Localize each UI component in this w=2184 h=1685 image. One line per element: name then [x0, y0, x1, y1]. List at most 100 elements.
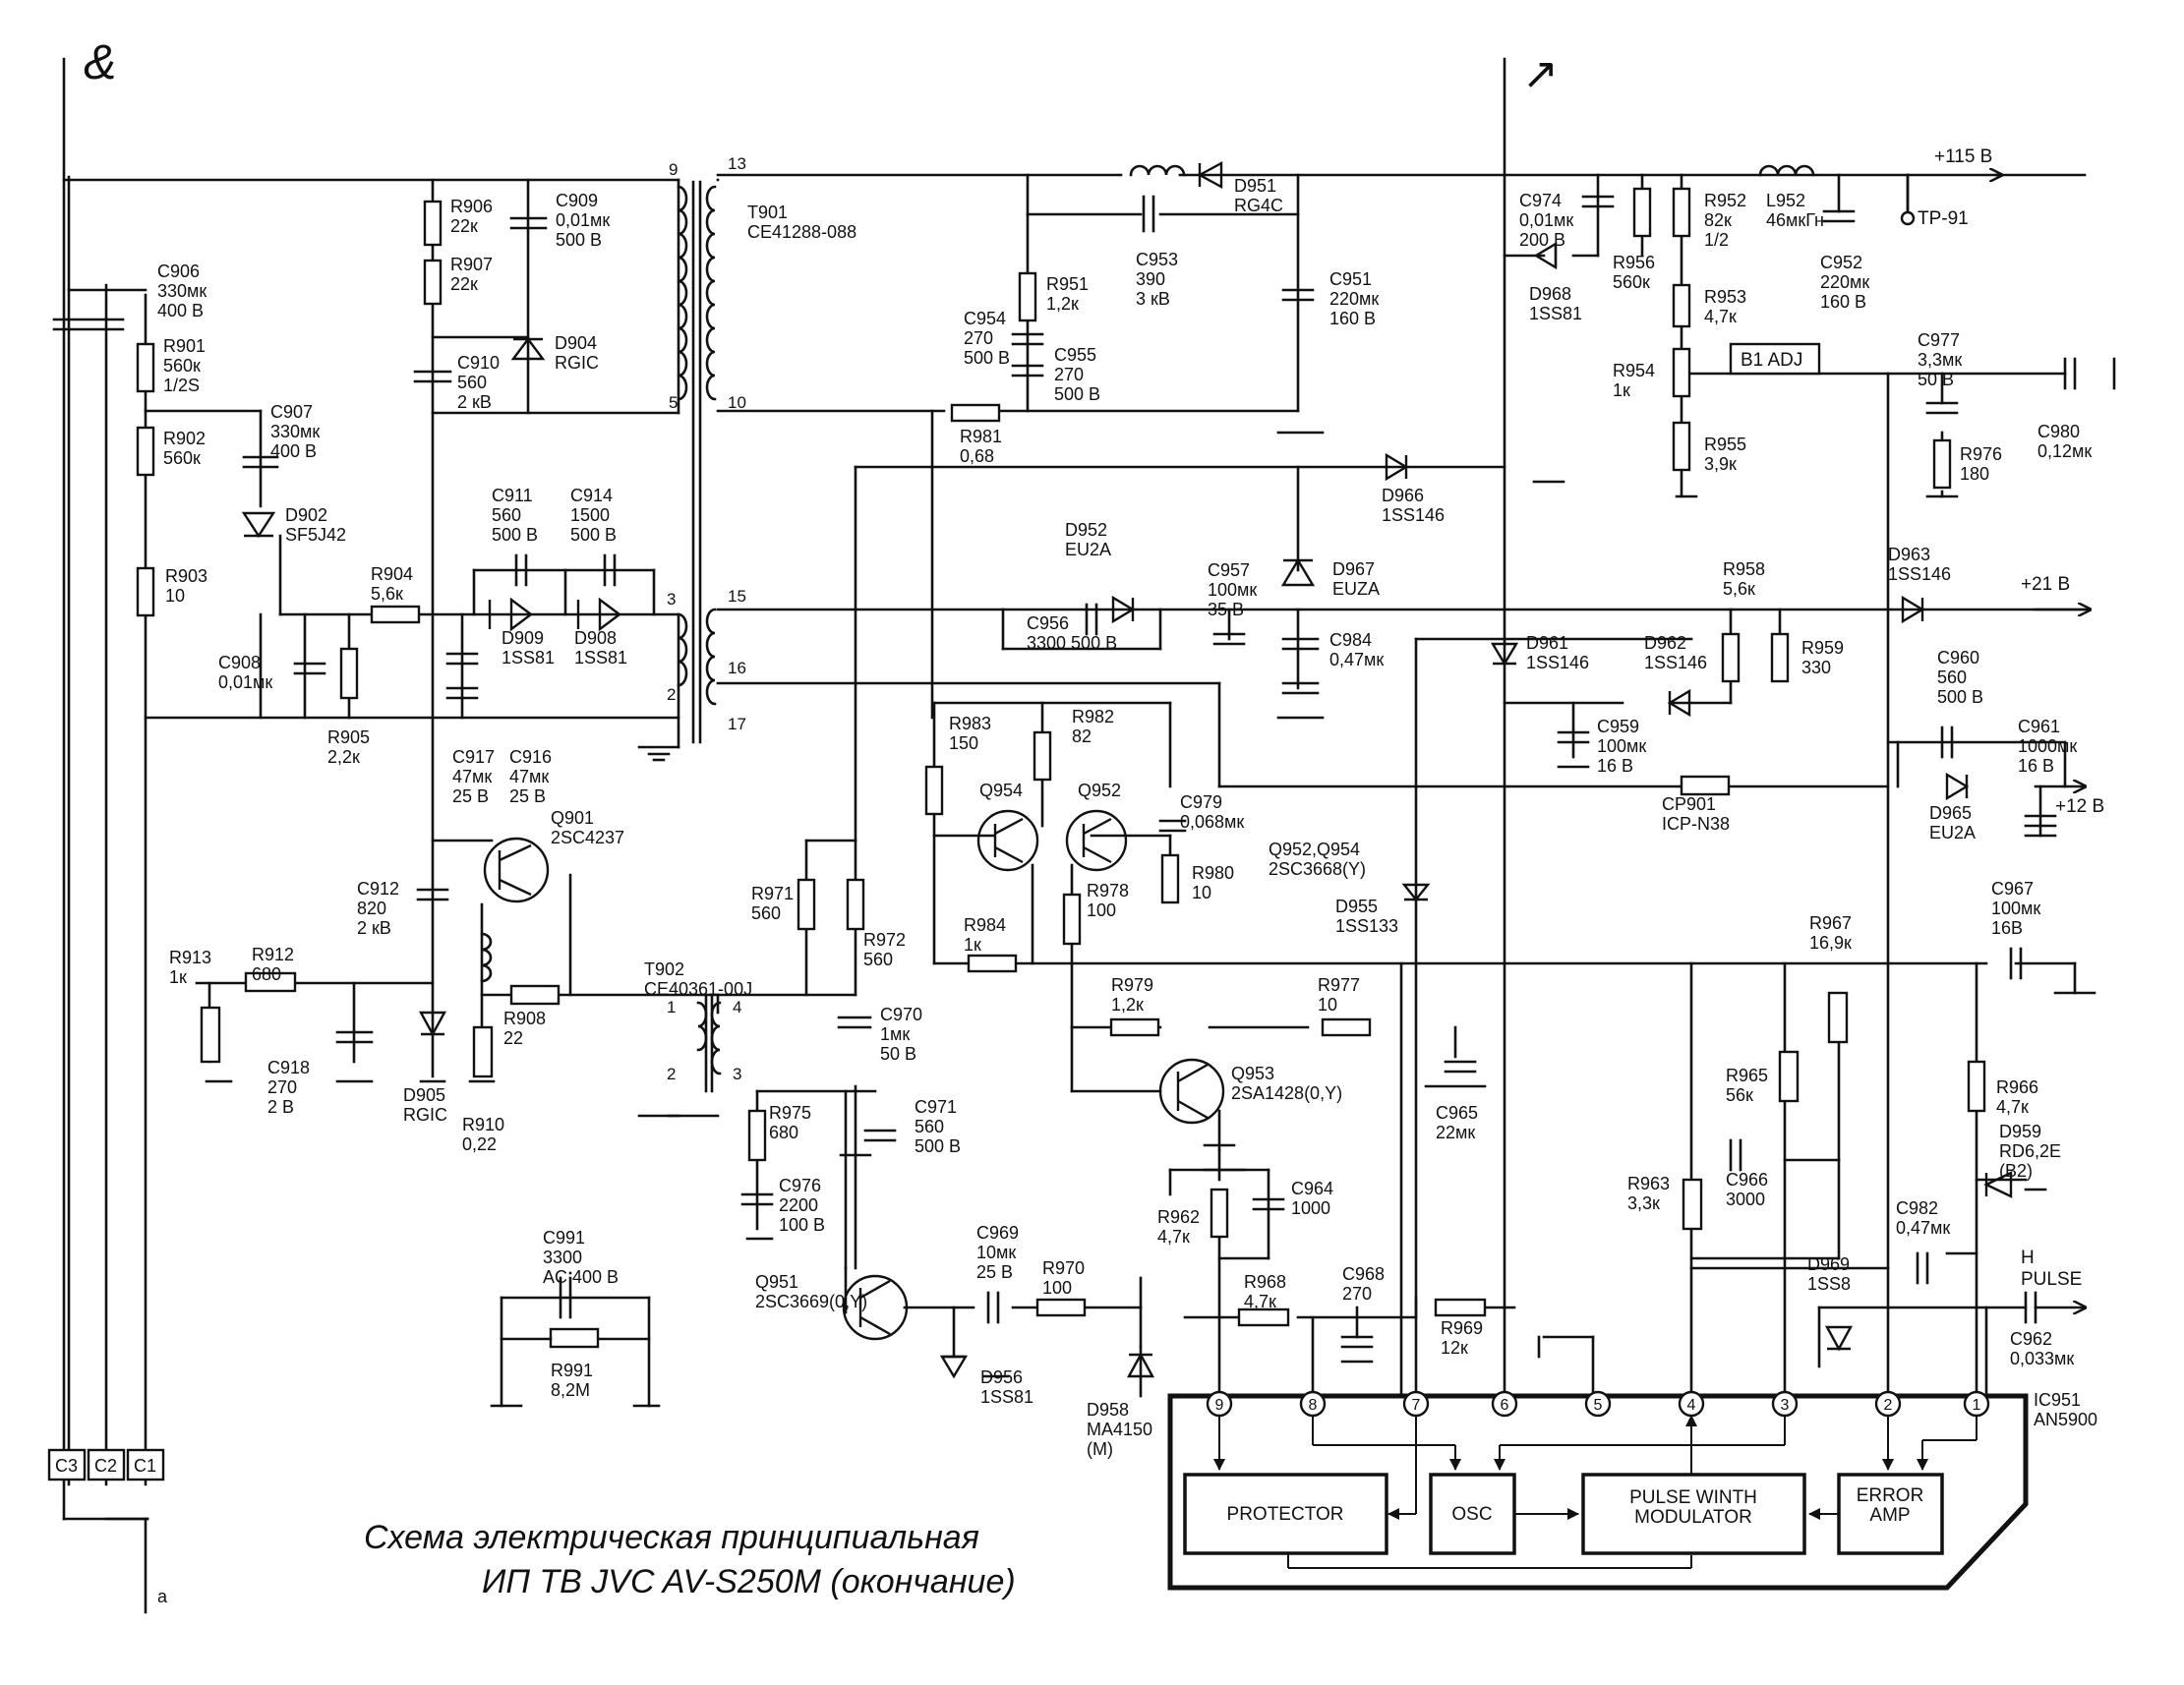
ic951-pin-number: 1	[1973, 1397, 1981, 1414]
ic951-pin-number: 2	[1884, 1397, 1893, 1414]
t901-pin-5: 5	[669, 393, 678, 412]
ic951-pin-number: 4	[1687, 1397, 1696, 1414]
label-rail-21v: +21 В	[2021, 574, 2070, 595]
b1-adj-box	[1729, 342, 1821, 376]
ic951-pin-9	[1206, 1390, 1233, 1418]
label-rail-12v: +12 В	[2055, 796, 2104, 817]
t901-pin-10: 10	[728, 393, 746, 412]
margin-mark: a	[157, 1587, 168, 1606]
label-rail-115v: +115 В	[1934, 146, 1992, 167]
connector-c3: C3	[55, 1456, 78, 1476]
t902-pin-3: 3	[733, 1065, 741, 1083]
capacitor-plates	[52, 195, 2077, 1349]
ic951-pin-7	[1402, 1390, 1430, 1418]
ic951-pin-number: 3	[1781, 1397, 1790, 1414]
protector-block	[1183, 1473, 1388, 1555]
mark-right: ↗	[1522, 50, 1559, 98]
c991-r991-network	[500, 1296, 651, 1408]
label-b1-adj: B1 ADJ	[1741, 350, 1802, 371]
mark-left: &	[84, 34, 116, 89]
transistor-symbols	[483, 809, 1225, 1341]
connector-block: C3 C2 C1	[47, 1448, 165, 1482]
ic951	[1167, 1393, 2029, 1591]
label-testpoint: TP-91	[1918, 208, 1969, 229]
connector-c1: C1	[134, 1456, 156, 1476]
t901-pin-13: 13	[728, 154, 746, 173]
t901-pin-3: 3	[667, 590, 676, 609]
wiring	[62, 57, 2087, 1614]
t901-pin-15: 15	[728, 587, 746, 606]
ic951-pin-number: 6	[1501, 1397, 1509, 1414]
osc-block	[1429, 1473, 1516, 1555]
